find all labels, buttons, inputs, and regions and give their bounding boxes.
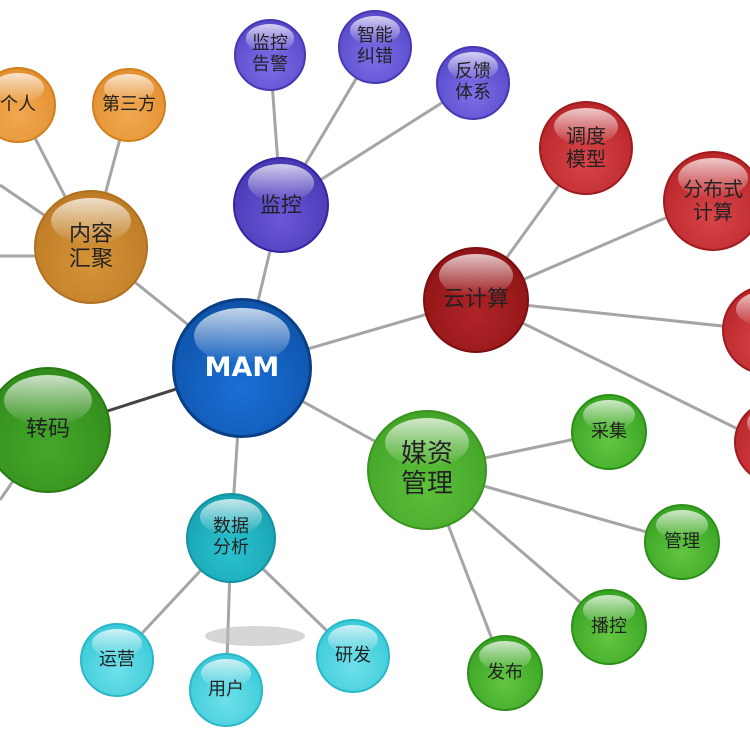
node-third-party[interactable]: 第三方	[92, 68, 166, 142]
node-distributed-computing[interactable]: 分布式 计算	[663, 151, 750, 251]
shadow	[205, 626, 305, 646]
node-user[interactable]: 用户	[189, 653, 263, 727]
node-publish[interactable]: 发布	[467, 635, 543, 711]
node-scheduling-model[interactable]: 调度 模型	[539, 101, 633, 195]
node-rd[interactable]: 研发	[316, 619, 390, 693]
node-collect[interactable]: 采集	[571, 394, 647, 470]
node-monitor[interactable]: 监控	[233, 157, 329, 253]
node-smart-correct[interactable]: 智能 纠错	[338, 10, 412, 84]
node-cloud[interactable]: 云计算	[423, 247, 529, 353]
node-manage[interactable]: 管理	[644, 504, 720, 580]
node-monitor-alert[interactable]: 监控 告警	[234, 19, 306, 91]
node-media-management[interactable]: 媒资 管理	[367, 410, 487, 530]
node-playout[interactable]: 播控	[571, 589, 647, 665]
node-aggregate[interactable]: 内容 汇聚	[34, 190, 148, 304]
node-mam[interactable]: MAM	[172, 298, 312, 438]
node-ops[interactable]: 运营	[80, 623, 154, 697]
node-analytics[interactable]: 数据 分析	[186, 493, 276, 583]
node-feedback[interactable]: 反馈 体系	[436, 46, 510, 120]
node-transcode[interactable]: 转码	[0, 367, 111, 493]
